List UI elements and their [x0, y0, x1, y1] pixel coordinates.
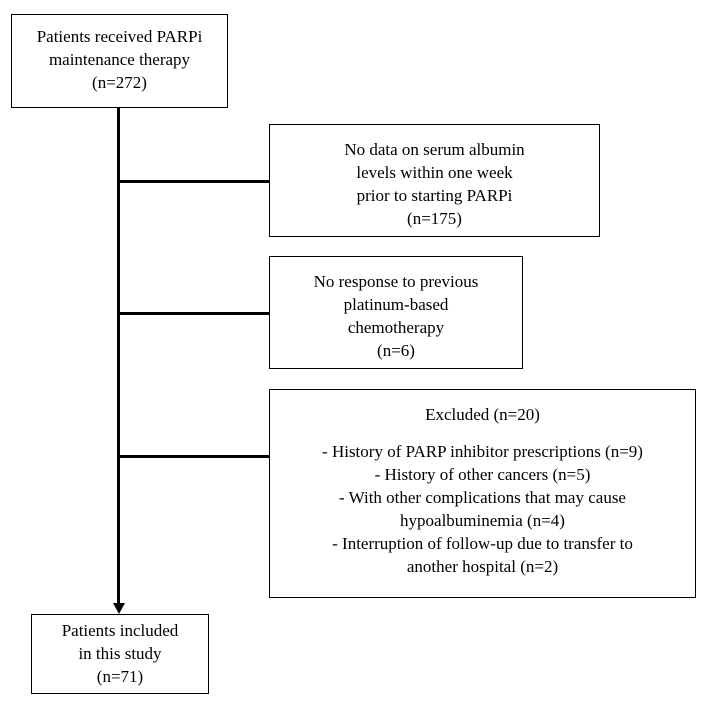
start-box-line-2: maintenance therapy [48, 50, 191, 69]
connector-exclusion-1 [117, 180, 269, 183]
exclusion-box-2: No response to previous platinum-based c… [269, 256, 523, 369]
exclusion-3-title: Excluded (n=20) [425, 405, 540, 424]
main-flow-line [117, 108, 120, 605]
exclusion-3-item-4: - Interruption of follow-up due to trans… [332, 534, 633, 553]
exclusion-3-item-4-cont: another hospital (n=2) [406, 557, 559, 576]
end-box-line-2: in this study [78, 644, 162, 663]
exclusion-2-line-1: No response to previous [313, 272, 479, 291]
exclusion-1-line-2: levels within one week [356, 163, 513, 182]
exclusion-2-count: (n=6) [377, 341, 415, 360]
exclusion-1-line-3: prior to starting PARPi [356, 186, 513, 205]
start-box-line-1: Patients received PARPi [36, 27, 203, 46]
exclusion-1-count: (n=175) [407, 209, 462, 228]
exclusion-1-line-1: No data on serum albumin [344, 140, 525, 159]
end-box-count: (n=71) [96, 667, 144, 686]
exclusion-3-item-3-cont: hypoalbuminemia (n=4) [400, 511, 565, 530]
arrow-down-icon [112, 603, 125, 614]
exclusion-box-1: No data on serum albumin levels within o… [269, 124, 600, 237]
exclusion-3-item-2: - History of other cancers (n=5) [374, 465, 591, 484]
exclusion-box-3: Excluded (n=20) - History of PARP inhibi… [269, 389, 696, 598]
start-box: Patients received PARPi maintenance ther… [11, 14, 228, 108]
connector-exclusion-3 [117, 455, 269, 458]
start-box-count: (n=272) [92, 73, 147, 92]
end-box: Patients included in this study (n=71) [31, 614, 209, 694]
exclusion-2-line-3: chemotherapy [347, 318, 445, 337]
exclusion-2-line-2: platinum-based [343, 295, 449, 314]
end-box-line-1: Patients included [61, 621, 179, 640]
connector-exclusion-2 [117, 312, 269, 315]
exclusion-3-item-3: - With other complications that may caus… [339, 488, 626, 507]
exclusion-3-item-1: - History of PARP inhibitor prescription… [322, 442, 643, 461]
